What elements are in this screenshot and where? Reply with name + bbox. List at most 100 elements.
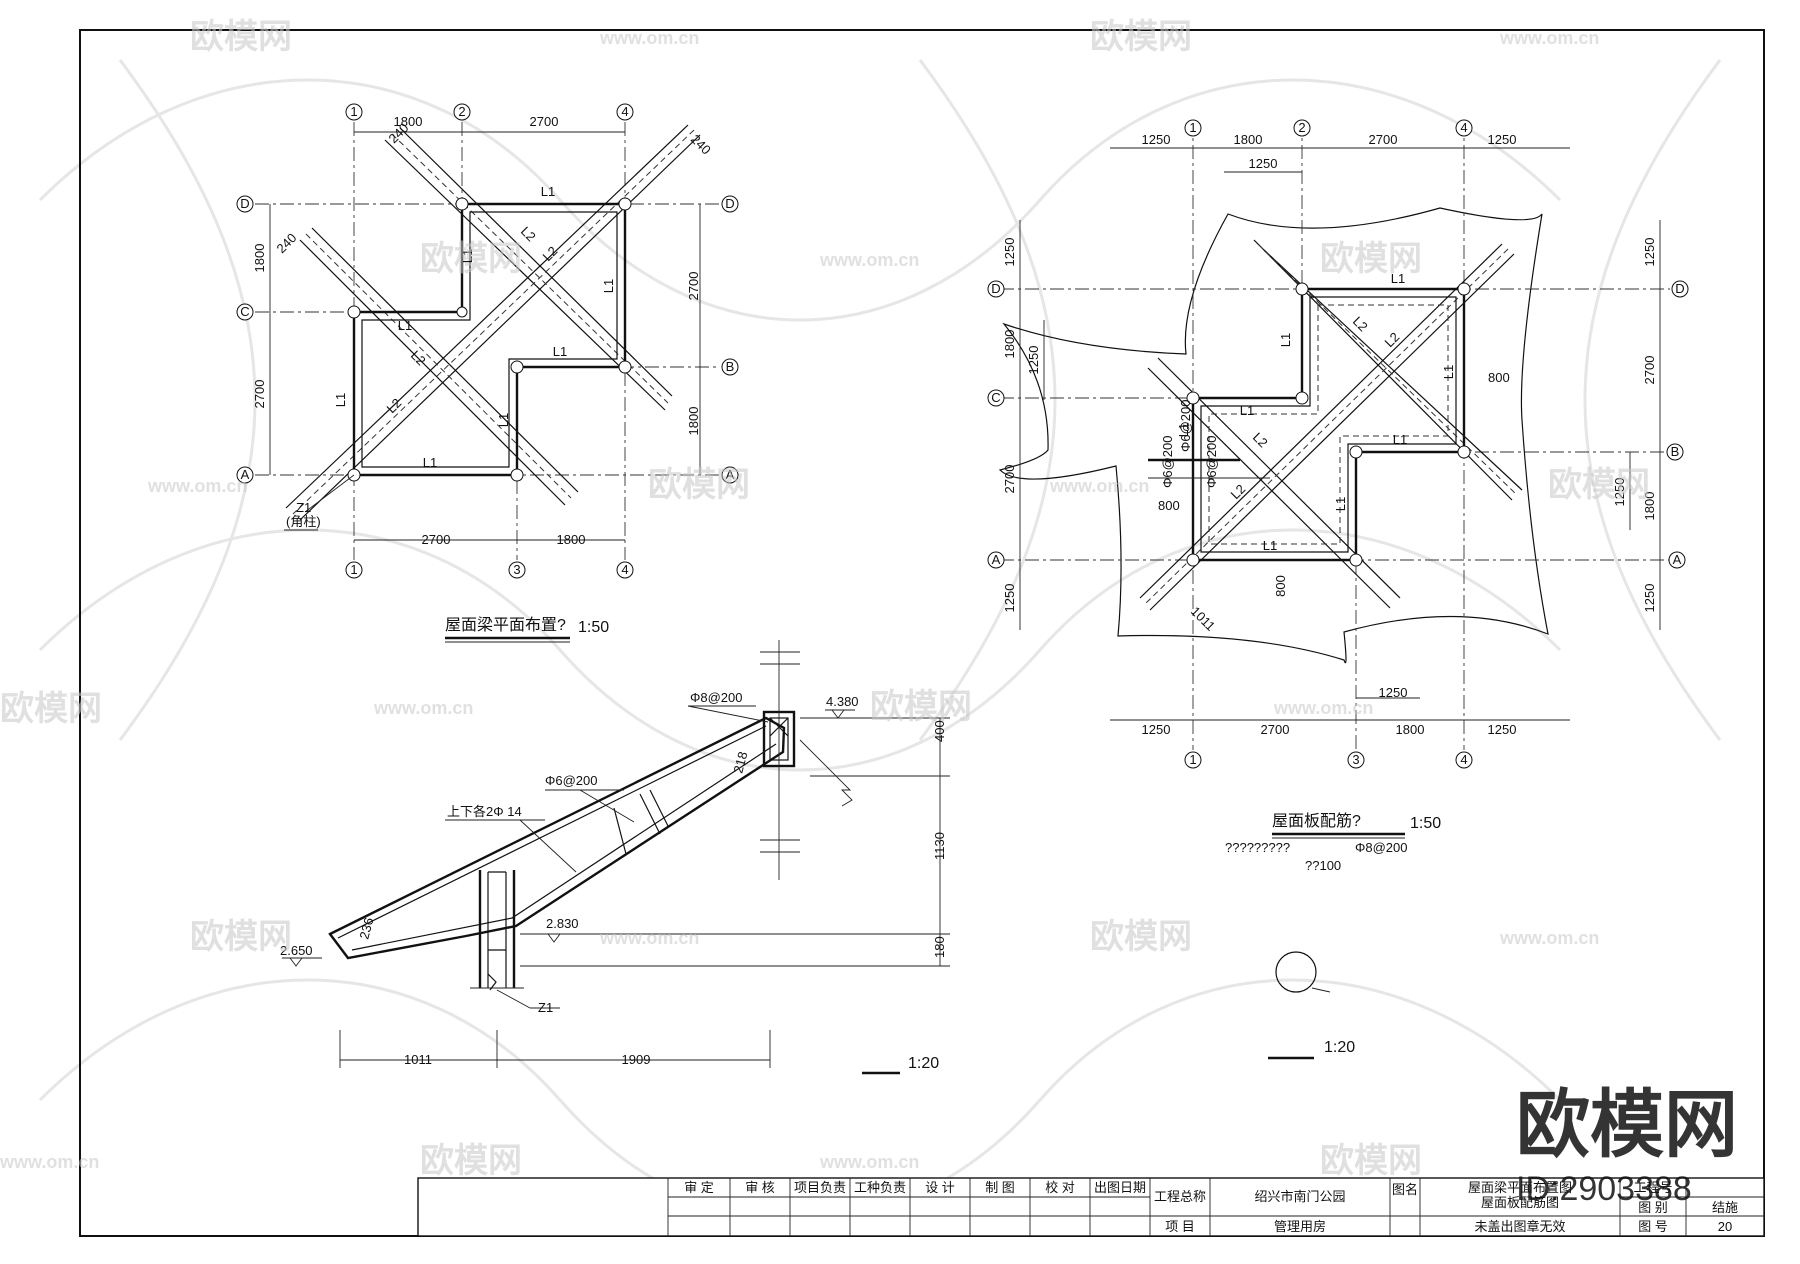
tb-project-label: 项 目 <box>1165 1219 1195 1234</box>
dim-bottom: 1250 <box>1142 722 1171 737</box>
beam-label: L1 <box>398 318 412 333</box>
tb-role: 设 计 <box>925 1180 955 1195</box>
dim-800: 800 <box>1158 498 1180 513</box>
tb-stage-label: 工程号 <box>1633 1180 1672 1195</box>
dim-right: 1250 <box>1642 584 1657 613</box>
column-note: (角柱) <box>286 514 321 529</box>
plan2-note-3: ??100 <box>1305 858 1341 873</box>
tb-role: 制 图 <box>985 1180 1015 1195</box>
tb-category-label: 图 别 <box>1638 1200 1668 1215</box>
tb-stamp-note: 未盖出图章无效 <box>1474 1219 1565 1234</box>
axis-D-left: D <box>240 196 249 211</box>
beam-label: L2 <box>1228 481 1249 502</box>
section-scale: 1:20 <box>908 1055 939 1072</box>
axis-1-bottom: 1 <box>1189 752 1196 767</box>
tb-role: 出图日期 <box>1094 1180 1146 1195</box>
dim-800: 800 <box>1488 370 1510 385</box>
dim-left: 1250 <box>1002 584 1017 613</box>
plan2-note-2: Φ8@200 <box>1355 840 1408 855</box>
elev-top: 4.380 <box>826 694 859 709</box>
tb-role: 审 核 <box>745 1180 775 1195</box>
tb-number-label: 图 号 <box>1638 1219 1668 1234</box>
rebar-stirrup: Φ6@200 <box>545 773 598 788</box>
watermark-url: www.om.cn <box>819 250 919 270</box>
axis-3-bottom: 3 <box>513 562 520 577</box>
axis-1-bottom: 1 <box>350 562 357 577</box>
plan-roof-beam: 1 2 4 1 3 4 D C A D B A 1800 2700 2700 1… <box>236 103 739 643</box>
beam-label: L1 <box>1391 271 1405 286</box>
thickness-218: 218 <box>730 750 750 775</box>
corner-watermark: 欧模网 ID:2903388 <box>1516 1083 1738 1208</box>
watermark-brand: 欧模网 <box>1548 466 1650 504</box>
section-sloped-beam: 400 1130 180 1011 1909 4.380 2.830 2.650… <box>280 640 950 1075</box>
beam-label: L1 <box>1278 333 1293 347</box>
beam-label: L1 <box>460 249 475 263</box>
detail-scale: 1:20 <box>1324 1039 1355 1056</box>
tb-role: 项目负责 <box>794 1180 846 1195</box>
axis-A-right: A <box>1673 552 1682 567</box>
axis-A-left: A <box>241 467 250 482</box>
watermark-url: www.om.cn <box>147 476 247 496</box>
dim-right: 1250 <box>1642 238 1657 267</box>
tb-role: 审 定 <box>684 1180 714 1195</box>
dim-right: 2700 <box>1642 356 1657 385</box>
axis-2-top: 2 <box>1298 120 1305 135</box>
axis-3-bottom: 3 <box>1352 752 1359 767</box>
beam-label: L1 <box>541 184 555 199</box>
dim-bottom-2: 1800 <box>557 532 586 547</box>
dim-right: 400 <box>932 720 947 742</box>
watermark-url: www.om.cn <box>0 1152 99 1172</box>
dim-diag-2: 240 <box>688 132 714 158</box>
watermark-url: www.om.cn <box>599 28 699 48</box>
axis-4-bottom: 4 <box>1460 752 1467 767</box>
dim-left: 1800 <box>1002 330 1017 359</box>
watermark-brand: 欧模网 <box>870 688 972 726</box>
thickness-236: 236 <box>356 916 376 941</box>
dim-800: 800 <box>1273 575 1288 597</box>
column-tag: Z1 <box>296 500 311 515</box>
tb-drawing-name-1: 屋面梁平面布置图 <box>1468 1180 1572 1195</box>
beam-label: L2 <box>1350 314 1371 335</box>
watermark-brand: 欧模网 <box>1320 1142 1422 1180</box>
beam-label: L2 <box>540 243 561 264</box>
axis-1-top: 1 <box>350 104 357 119</box>
dim-left: 2700 <box>1002 465 1017 494</box>
axis-B-right: B <box>726 359 735 374</box>
axis-B-right: B <box>1671 444 1680 459</box>
beam-label: L1 <box>1176 423 1191 437</box>
dim-left-1: 1800 <box>252 244 267 273</box>
slab-outline <box>998 207 1549 664</box>
axis-D-right: D <box>1675 281 1684 296</box>
axis-A-left: A <box>992 552 1001 567</box>
beam-label: L1 <box>1333 497 1348 511</box>
beam-label: L1 <box>1263 538 1277 553</box>
dim-top: 1800 <box>1234 132 1263 147</box>
dim-left-2: 2700 <box>252 380 267 409</box>
title-block: 审 定 审 核 项目负责 工种负责 设 计 制 图 校 对 出图日期 工程总称 … <box>417 1177 1765 1237</box>
plan2-note-1: ????????? <box>1225 840 1290 855</box>
axis-C-left: C <box>991 390 1000 405</box>
beam-label: L1 <box>601 279 616 293</box>
watermark-brand: 欧模网 <box>0 690 102 728</box>
dim-bottom-1: 2700 <box>422 532 451 547</box>
axis-D-left: D <box>991 281 1000 296</box>
watermark-url: www.om.cn <box>599 928 699 948</box>
axis-C-left: C <box>240 304 249 319</box>
watermark-brand: 欧模网 <box>648 466 750 504</box>
beam-label: L1 <box>333 393 348 407</box>
dim-bottom-inner: 1250 <box>1379 685 1408 700</box>
dim-top: 1250 <box>1142 132 1171 147</box>
elev-mid: 2.830 <box>546 916 579 931</box>
dim-left-inner: 1250 <box>1026 346 1041 375</box>
dim-bottom: 1909 <box>622 1052 651 1067</box>
section-column-tag: Z1 <box>538 1000 553 1015</box>
beam-label: L1 <box>1393 432 1407 447</box>
watermark-brand: 欧模网 <box>1090 918 1192 956</box>
axis-4-bottom: 4 <box>621 562 628 577</box>
dim-diag-3: 240 <box>274 230 300 256</box>
rebar-main: 上下各2Φ 14 <box>447 804 522 819</box>
dim-top-1: 1800 <box>394 114 423 129</box>
rebar-label: Φ6@200 <box>1178 400 1193 453</box>
dim-bottom: 2700 <box>1261 722 1290 737</box>
watermark-brand: 欧模网 <box>190 18 292 56</box>
